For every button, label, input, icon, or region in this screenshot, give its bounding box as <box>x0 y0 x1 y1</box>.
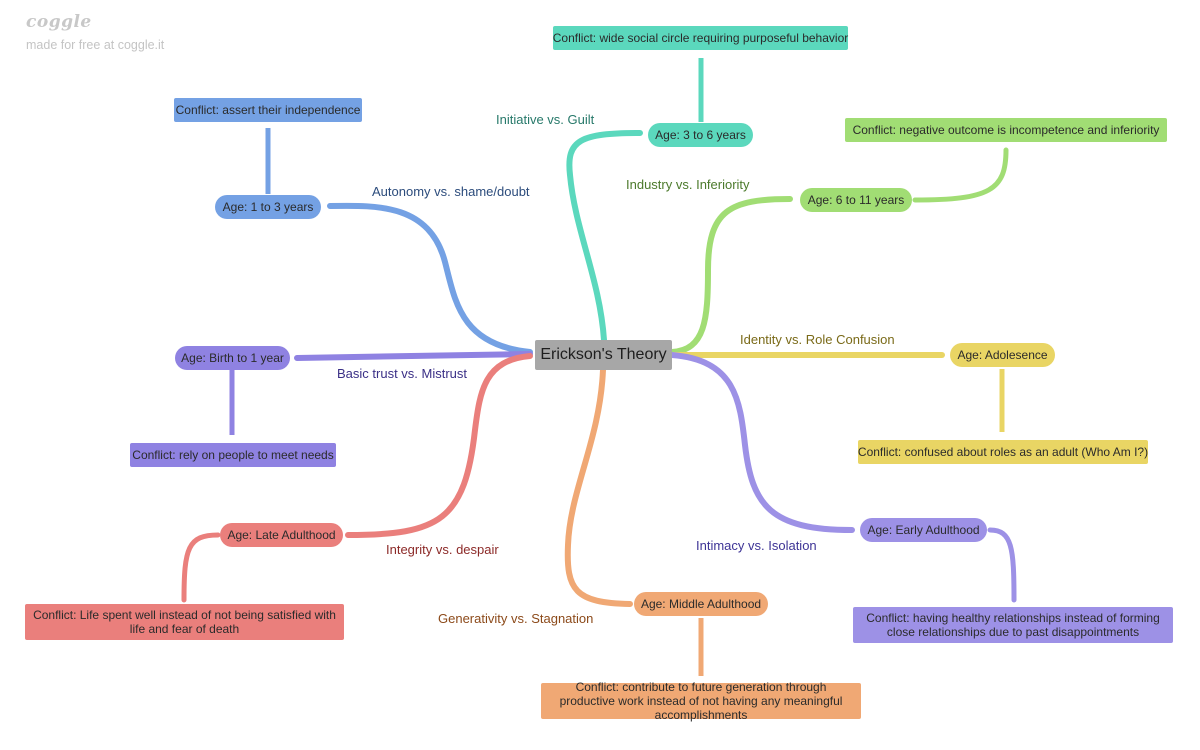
branch-intimacy <box>669 352 855 533</box>
age-node-integrity[interactable]: Age: Late Adulthood <box>220 523 343 547</box>
conflict-node-identity[interactable]: Conflict: confused about roles as an adu… <box>858 440 1148 464</box>
connector-integrity-conflict <box>181 532 221 603</box>
branch-initiative <box>566 130 643 343</box>
brand-tagline: made for free at coggle.it <box>26 38 165 52</box>
stage-label-initiative: Initiative vs. Guilt <box>496 112 595 127</box>
age-node-identity[interactable]: Age: Adolesence <box>950 343 1055 367</box>
branch-generativity <box>564 367 633 607</box>
conflict-node-initiative[interactable]: Conflict: wide social circle requiring p… <box>553 26 848 50</box>
stage-label-intimacy: Intimacy vs. Isolation <box>696 538 817 553</box>
age-node-intimacy[interactable]: Age: Early Adulthood <box>860 518 987 542</box>
stage-label-integrity: Integrity vs. despair <box>386 542 499 557</box>
age-node-trust[interactable]: Age: Birth to 1 year <box>175 346 290 370</box>
stage-label-trust: Basic trust vs. Mistrust <box>337 366 468 381</box>
age-node-generativity[interactable]: Age: Middle Adulthood <box>634 592 768 616</box>
conflict-node-trust[interactable]: Conflict: rely on people to meet needs <box>130 443 336 467</box>
conflict-node-industry[interactable]: Conflict: negative outcome is incompeten… <box>845 118 1167 142</box>
conflict-node-integrity[interactable]: Conflict: Life spent well instead of not… <box>25 604 344 640</box>
branch-integrity <box>345 353 533 538</box>
branch-industry <box>669 196 793 355</box>
age-node-industry[interactable]: Age: 6 to 11 years <box>800 188 912 212</box>
conflict-node-generativity[interactable]: Conflict: contribute to future generatio… <box>541 680 861 722</box>
central-topic[interactable]: Erickson's Theory <box>535 340 672 370</box>
stage-label-identity: Identity vs. Role Confusion <box>740 332 895 347</box>
age-node-autonomy[interactable]: Age: 1 to 3 years <box>215 195 321 219</box>
brand-watermark: coggle made for free at coggle.it <box>26 12 164 52</box>
conflict-node-intimacy[interactable]: Conflict: having healthy relationships i… <box>853 607 1173 643</box>
stage-label-generativity: Generativity vs. Stagnation <box>438 611 594 626</box>
conflict-node-autonomy[interactable]: Conflict: assert their independence <box>174 98 362 122</box>
branch-autonomy <box>327 202 533 355</box>
coggle-logo: coggle <box>26 12 92 32</box>
age-node-initiative[interactable]: Age: 3 to 6 years <box>648 123 753 147</box>
branch-trust <box>294 351 533 361</box>
connector-intimacy-conflict <box>987 527 1017 603</box>
stage-label-industry: Industry vs. Inferiority <box>626 177 750 192</box>
stage-label-autonomy: Autonomy vs. shame/doubt <box>372 184 530 199</box>
connector-industry-conflict <box>912 147 1009 203</box>
